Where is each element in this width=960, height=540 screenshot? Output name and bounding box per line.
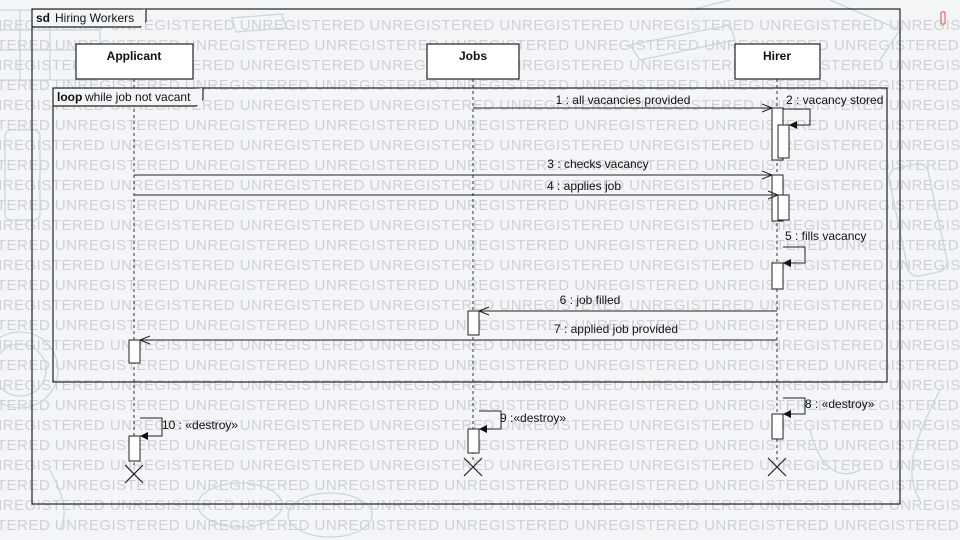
message-label-9: 9 :«destroy»	[500, 411, 566, 425]
activation-hirer-4	[777, 194, 790, 221]
phone-sketch	[888, 163, 948, 277]
watermark-row: UNREGISTERED UNREGISTERED UNREGISTERED U…	[0, 337, 960, 354]
watermark-row: UNREGISTERED UNREGISTERED UNREGISTERED U…	[0, 77, 960, 94]
message-3[interactable]: 3 : checks vacancy	[134, 157, 774, 180]
pen-sketch	[628, 24, 736, 61]
watermark-row: UNREGISTERED UNREGISTERED UNREGISTERED U…	[0, 477, 960, 494]
activation-hirer-6	[771, 413, 784, 440]
loop-fragment: loop while job not vacant	[52, 87, 888, 383]
watermark-row: UNREGISTERED UNREGISTERED UNREGISTERED U…	[0, 17, 960, 34]
message-7[interactable]: 7 : applied job provided	[138, 322, 777, 345]
destroy-x-jobs	[463, 457, 483, 477]
lifeline-hirer[interactable]: Hirer	[734, 43, 821, 460]
message-6[interactable]: 6 : job filled	[477, 293, 777, 316]
activation-jobs-2	[467, 428, 480, 454]
activation-applicant-2	[128, 435, 141, 462]
usb-stick-sketch	[231, 13, 287, 33]
message-2[interactable]: 2 : vacancy stored	[783, 93, 883, 129]
watermark-row: UNREGISTERED UNREGISTERED UNREGISTERED U…	[0, 417, 960, 434]
tablet-sketch	[4, 129, 41, 221]
watermark-row: UNREGISTERED UNREGISTERED UNREGISTERED U…	[0, 277, 960, 294]
watermark-row: UNREGISTERED UNREGISTERED UNREGISTERED U…	[0, 257, 960, 274]
corner-mark-icon	[940, 11, 946, 25]
message-label-8: 8 : «destroy»	[805, 397, 875, 411]
message-label-2: 2 : vacancy stored	[786, 93, 883, 107]
lifeline-jobs[interactable]: Jobs	[426, 43, 520, 460]
watermark-row: UNREGISTERED UNREGISTERED UNREGISTERED U…	[0, 457, 960, 474]
message-10[interactable]: 10 : «destroy»	[140, 417, 238, 440]
loop-operator: loop	[57, 90, 82, 104]
watermark-row: UNREGISTERED UNREGISTERED UNREGISTERED U…	[0, 97, 960, 114]
watermark-row: UNREGISTERED UNREGISTERED UNREGISTERED U…	[0, 157, 960, 174]
activation-applicant-1	[128, 339, 141, 364]
watermark-row: UNREGISTERED UNREGISTERED UNREGISTERED U…	[0, 317, 960, 334]
unregistered-watermark: UNREGISTERED UNREGISTERED UNREGISTERED U…	[0, 17, 960, 534]
message-label-7: 7 : applied job provided	[554, 322, 678, 336]
cup-sketch	[0, 331, 59, 409]
activation-hirer-2	[777, 124, 790, 159]
activation-bars	[128, 107, 790, 462]
watermark-row: UNREGISTERED UNREGISTERED UNREGISTERED U…	[0, 117, 960, 134]
watermark-row: UNREGISTERED UNREGISTERED UNREGISTERED U…	[0, 497, 960, 514]
message-8[interactable]: 8 : «destroy»	[783, 397, 875, 418]
message-1[interactable]: 1 : all vacancies provided	[473, 93, 774, 113]
message-label-6: 6 : job filled	[560, 293, 621, 307]
lifeline-label-jobs: Jobs	[459, 49, 487, 63]
watermark-row: UNREGISTERED UNREGISTERED UNREGISTERED U…	[0, 177, 960, 194]
lifeline-applicant[interactable]: Applicant	[75, 43, 194, 465]
watermark-row: UNREGISTERED UNREGISTERED UNREGISTERED U…	[0, 437, 960, 454]
activation-jobs-1	[467, 310, 480, 336]
message-label-1: 1 : all vacancies provided	[556, 93, 691, 107]
watermark-row: UNREGISTERED UNREGISTERED UNREGISTERED U…	[0, 297, 960, 314]
glasses-sketch	[197, 482, 283, 528]
lifeline-label-hirer: Hirer	[763, 49, 791, 63]
watermark-row: UNREGISTERED UNREGISTERED UNREGISTERED U…	[0, 197, 960, 214]
message-5[interactable]: 5 : fills vacancy	[783, 229, 866, 267]
message-label-5: 5 : fills vacancy	[785, 229, 866, 243]
message-9[interactable]: 9 :«destroy»	[479, 410, 566, 433]
watermark-row: UNREGISTERED UNREGISTERED UNREGISTERED U…	[0, 137, 960, 154]
activation-hirer-5	[771, 262, 784, 290]
watermark-row: UNREGISTERED UNREGISTERED UNREGISTERED U…	[0, 377, 960, 394]
destroy-x-applicant	[124, 464, 144, 484]
message-label-4: 4 : applies job	[547, 179, 621, 193]
earphones-sketch	[809, 429, 861, 475]
frame-name: Hiring Workers	[55, 11, 134, 25]
frame-kind: sd	[36, 11, 50, 25]
lifeline-label-applicant: Applicant	[107, 49, 162, 63]
loop-guard: while job not vacant	[84, 90, 191, 104]
message-label-3: 3 : checks vacancy	[547, 157, 648, 171]
message-label-10: 10 : «destroy»	[162, 418, 238, 432]
message-4[interactable]: 4 : applies job	[134, 179, 780, 200]
watermark-row: UNREGISTERED UNREGISTERED UNREGISTERED U…	[0, 237, 960, 254]
watermark-row: UNREGISTERED UNREGISTERED UNREGISTERED U…	[0, 217, 960, 234]
spoon-sketch	[49, 469, 65, 531]
watermark-row: UNREGISTERED UNREGISTERED UNREGISTERED U…	[0, 397, 960, 414]
diagram-frame: sd Hiring Workers	[31, 8, 901, 505]
destroy-x-hirer	[767, 457, 787, 477]
watermark-row: UNREGISTERED UNREGISTERED UNREGISTERED U…	[0, 357, 960, 374]
watermark-row: UNREGISTERED UNREGISTERED UNREGISTERED U…	[0, 517, 960, 534]
